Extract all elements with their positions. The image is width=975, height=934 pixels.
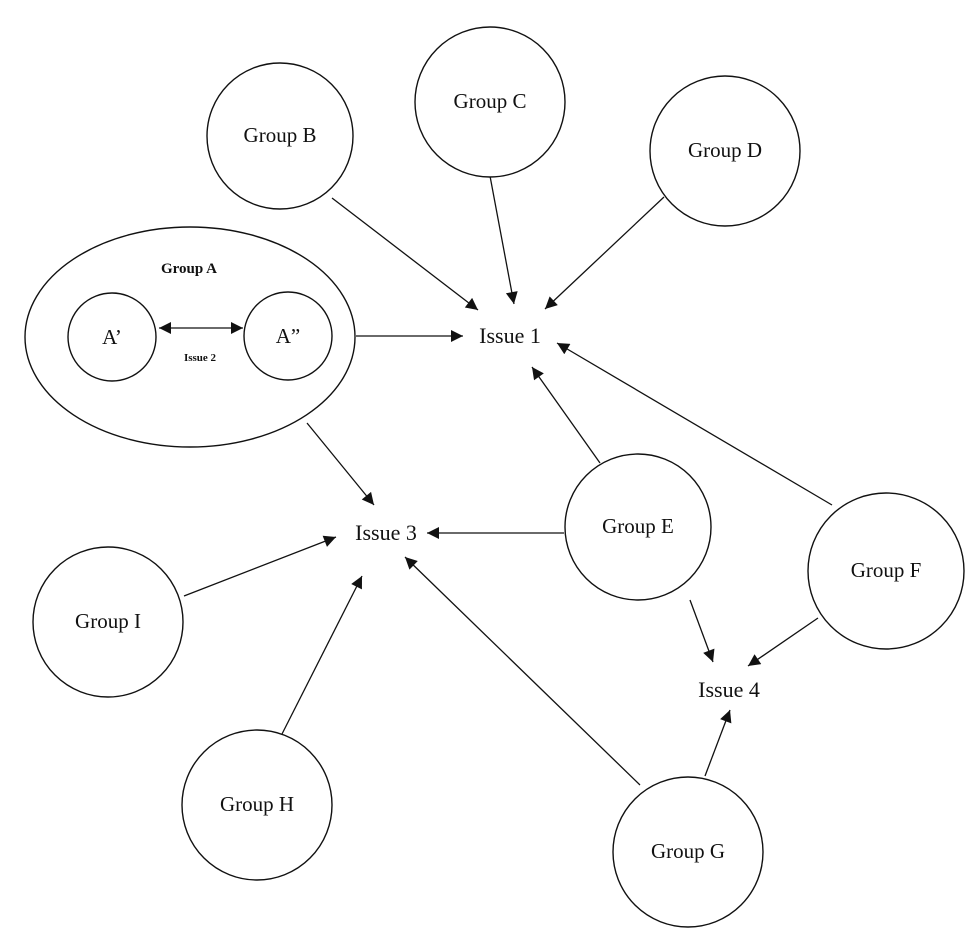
issue-2-label: Issue 2	[184, 352, 217, 364]
group-h-label: Group H	[220, 792, 294, 816]
group-b-circle	[206, 62, 354, 210]
group-a-double-prime-label: A”	[276, 324, 301, 348]
group-c: Group C	[414, 26, 566, 178]
group-g: Group G	[612, 776, 764, 928]
group-c-label: Group C	[454, 89, 527, 113]
group-h: Group H	[181, 729, 333, 881]
group-c-circle	[414, 26, 566, 178]
edge-group-b-issue-1	[331, 197, 479, 311]
edge-group-d-issue-1	[544, 196, 665, 310]
group-a-ellipse	[24, 226, 356, 448]
edge-group-c-issue-1	[489, 175, 518, 305]
edges	[183, 175, 833, 786]
group-g-circle	[612, 776, 764, 928]
group-e: Group E	[564, 453, 712, 601]
group-i-circle	[32, 546, 184, 698]
group-f-circle	[807, 492, 965, 650]
edge-group-a-issue-3	[306, 422, 375, 506]
group-e-label: Group E	[602, 514, 674, 538]
group-b-label: Group B	[244, 123, 317, 147]
edge-group-i-issue-3	[183, 535, 337, 597]
edge-group-g-issue-4	[704, 709, 732, 777]
issue-4-label: Issue 4	[698, 677, 760, 702]
group-a-double-prime-circle	[243, 291, 333, 381]
group-g-label: Group G	[651, 839, 725, 863]
group-f-label: Group F	[851, 558, 922, 582]
issue-1-label: Issue 1	[479, 323, 541, 348]
group-d: Group D	[649, 75, 801, 227]
issue-3-label: Issue 3	[355, 520, 417, 545]
edge-group-e-issue-1	[531, 366, 601, 464]
group-b: Group B	[206, 62, 354, 210]
edge-group-f-issue-4	[747, 617, 819, 667]
group-d-circle	[649, 75, 801, 227]
group-a-prime-circle	[67, 292, 157, 382]
edge-group-e-issue-4	[689, 599, 715, 663]
group-h-circle	[181, 729, 333, 881]
group-f: Group F	[807, 492, 965, 650]
edge-group-f-issue-1	[556, 342, 833, 506]
edge-group-g-issue-3	[404, 556, 641, 786]
group-e-circle	[564, 453, 712, 601]
group-d-label: Group D	[688, 138, 762, 162]
group-i: Group I	[32, 546, 184, 698]
edge-group-h-issue-3	[281, 575, 363, 735]
group-a-prime-label: A’	[102, 325, 122, 349]
group-a: Group A A’ A” Issue 2	[24, 226, 356, 448]
group-i-label: Group I	[75, 609, 141, 633]
group-a-title: Group A	[161, 261, 217, 277]
